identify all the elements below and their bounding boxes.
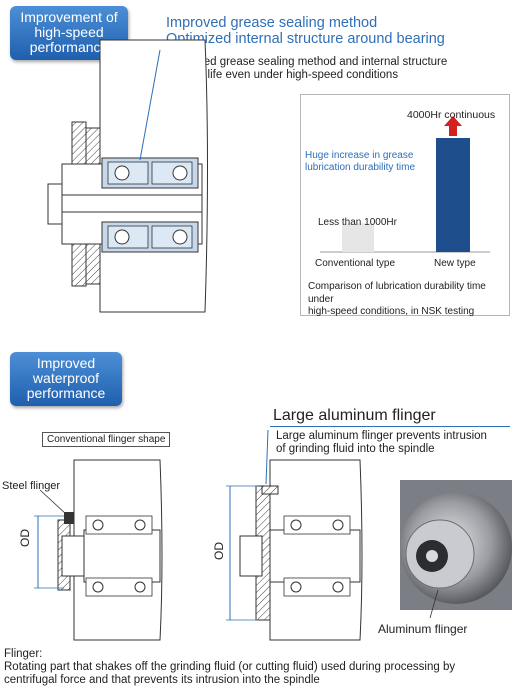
aluminum-flinger-label: Aluminum flinger [378,622,468,636]
badge-line: performance [29,39,109,55]
section1-description: Upgraded grease sealing method and inter… [166,56,447,82]
desc-line: for long life even under high-speed cond… [166,69,399,81]
section2-description: Large aluminum flinger prevents intrusio… [276,430,487,456]
badge-line: Improved [36,355,96,371]
caption-line: high-speed conditions, in NSK testing [308,306,475,317]
conventional-flinger-label: Conventional flinger shape [42,432,171,447]
category-label-conventional: Conventional type [315,258,396,269]
increase-arrow-icon [444,116,462,136]
definition-line: centrifugal force and that prevents its … [4,674,320,686]
definition-line: Rotating part that shakes off the grindi… [4,661,456,673]
waterproof-badge: Improved waterproof performance [10,352,122,406]
badge-line: Improvement of [20,9,118,25]
lubrication-bar-chart [320,116,490,253]
annotation-line: lubrication durability time [305,162,416,173]
badge-line: high-speed [34,24,104,40]
title-line: Optimized internal structure around bear… [166,31,445,47]
desc-line: Upgraded grease sealing method and inter… [166,56,448,68]
badge-line: performance [26,385,106,401]
chart-caption: Comparison of lubrication durability tim… [308,281,513,319]
annotation-line: Huge increase in grease [305,150,414,161]
bar-conventional-type [342,223,374,252]
category-label-new: New type [434,258,476,269]
flinger-definition: Flinger: Rotating part that shakes off t… [4,648,455,687]
lubrication-chart-box [300,94,510,316]
section2-title-underline [270,426,510,427]
new-type-callout: 4000Hr continuous [407,109,496,121]
badge-line: waterproof [32,370,100,386]
steel-flinger-label: Steel flinger [2,480,61,492]
definition-heading: Flinger: [4,648,43,660]
caption-line: Comparison of lubrication durability tim… [308,281,486,305]
desc-line: Large aluminum flinger prevents intrusio… [276,430,487,442]
desc-line: of grinding fluid into the spindle [276,443,435,455]
chart-annotation: Huge increase in grease lubrication dura… [305,150,415,174]
section1-title: Improved grease sealing method Optimized… [166,15,445,47]
bar-new-type [436,138,470,252]
conventional-callout: Less than 1000Hr [318,217,397,228]
title-line: Improved grease sealing method [166,15,378,31]
high-speed-badge: Improvement of high-speed performance [10,6,128,60]
section2-title: Large aluminum flinger [273,407,436,424]
